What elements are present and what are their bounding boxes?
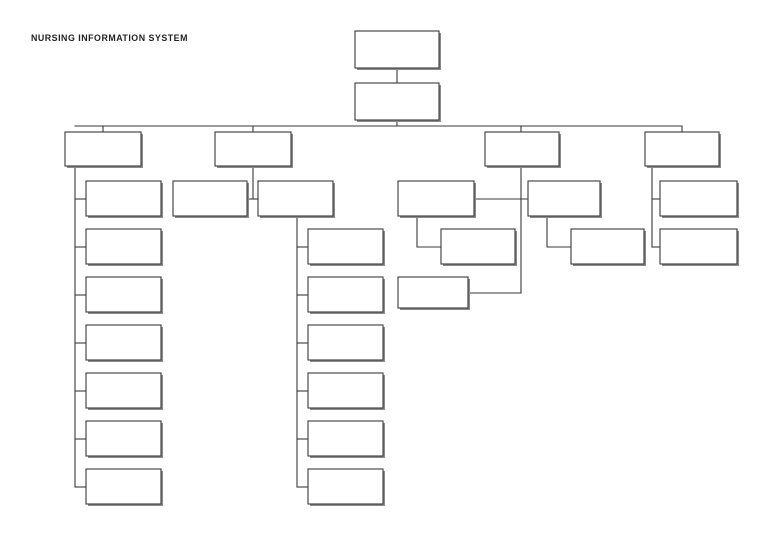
node-a6[interactable]	[85, 420, 163, 458]
node-division-3[interactable]	[484, 131, 561, 168]
node-a5[interactable]	[85, 372, 163, 410]
page-title: NURSING INFORMATION SYSTEM	[31, 33, 188, 44]
node-a2[interactable]	[85, 228, 163, 266]
node-a4[interactable]	[85, 324, 163, 362]
node-c4[interactable]	[570, 228, 646, 266]
node-c5[interactable]	[397, 276, 470, 310]
node-c2[interactable]	[440, 228, 517, 266]
node-e1[interactable]	[659, 180, 739, 218]
node-a1[interactable]	[85, 180, 163, 218]
node-c1[interactable]	[397, 180, 476, 218]
connector-layer	[74, 67, 683, 488]
node-subroot[interactable]	[354, 82, 441, 122]
connector-c3-to-c4	[546, 215, 572, 248]
node-b6[interactable]	[307, 420, 385, 458]
node-b0[interactable]	[172, 180, 249, 218]
node-root[interactable]	[354, 30, 441, 70]
node-b5[interactable]	[307, 372, 385, 410]
node-c3[interactable]	[527, 180, 602, 218]
node-b3[interactable]	[307, 276, 385, 314]
node-e2[interactable]	[659, 228, 739, 266]
node-a3[interactable]	[85, 276, 163, 314]
node-division-2[interactable]	[214, 131, 293, 168]
node-b4[interactable]	[307, 324, 385, 362]
node-b2[interactable]	[307, 228, 385, 266]
node-b1[interactable]	[257, 180, 335, 218]
node-division-4[interactable]	[644, 131, 721, 168]
connector-c1-to-c2	[416, 215, 442, 248]
node-b7[interactable]	[307, 468, 385, 506]
node-division-1[interactable]	[64, 131, 143, 168]
node-a7[interactable]	[85, 468, 163, 506]
